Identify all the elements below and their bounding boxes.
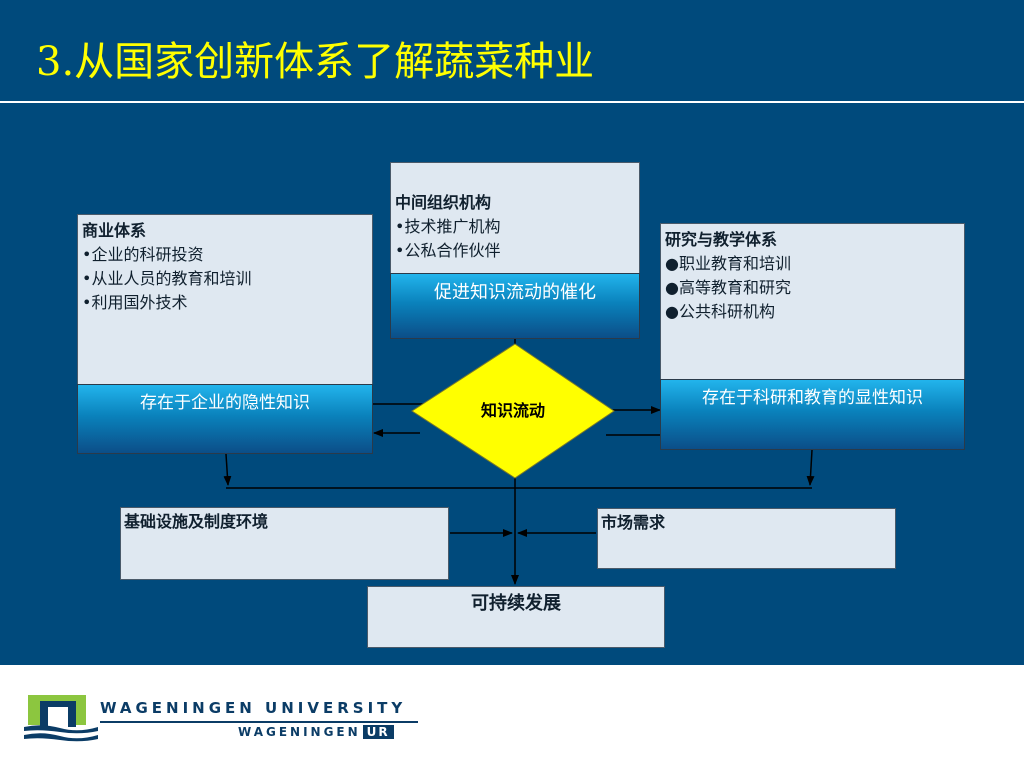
list-item: •从业人员的教育和培训 <box>82 269 252 288</box>
intermediary-band: 促进知识流动的催化 <box>390 273 640 339</box>
diagram-connectors: 知识流动 <box>223 339 815 585</box>
sustainable-development-label: 可持续发展 <box>471 593 561 614</box>
list-item: ●高等教育和研究 <box>665 278 791 297</box>
sustainable-development-box: 可持续发展 <box>367 586 665 648</box>
intermediary-heading: 中间组织机构 <box>395 193 492 212</box>
business-system-heading: 商业体系 <box>82 221 147 240</box>
infrastructure-label: 基础设施及制度环境 <box>124 512 269 531</box>
intermediary-box: 中间组织机构 •技术推广机构 •公私合作伙伴 促进知识流动的催化 <box>390 162 640 339</box>
knowledge-flow-label: 知识流动 <box>481 401 545 420</box>
university-name: WAGENINGEN UNIVERSITY <box>100 699 407 717</box>
slide-title: 3.从国家创新体系了解蔬菜种业 <box>36 39 595 85</box>
title-divider <box>0 101 1024 103</box>
infrastructure-box: 基础设施及制度环境 <box>120 507 449 580</box>
business-band-label: 存在于企业的隐性知识 <box>140 393 310 413</box>
list-item: •技术推广机构 <box>395 217 501 236</box>
logo-divider <box>100 721 418 723</box>
wageningen-gate-logo-icon <box>24 695 98 742</box>
knowledge-flow-diamond <box>411 343 615 479</box>
intermediary-band-label: 促进知识流动的催化 <box>434 282 596 303</box>
business-system-box: 商业体系 •企业的科研投资 •从业人员的教育和培训 •利用国外技术 存在于企业的… <box>77 214 373 454</box>
market-demand-box: 市场需求 <box>597 508 896 569</box>
arrow-business-down <box>223 453 232 486</box>
research-system-box: 研究与教学体系 ●职业教育和培训 ●高等教育和研究 ●公共科研机构 存在于科研和… <box>660 223 965 450</box>
research-band-label: 存在于科研和教育的显性知识 <box>702 388 923 408</box>
business-system-band: 存在于企业的隐性知识 <box>77 384 373 454</box>
research-system-heading: 研究与教学体系 <box>665 230 778 249</box>
arrow-research-down <box>806 449 815 486</box>
list-item: ●公共科研机构 <box>665 302 775 321</box>
list-item: •公私合作伙伴 <box>395 241 501 260</box>
list-item: ●职业教育和培训 <box>665 254 791 273</box>
list-item: •利用国外技术 <box>82 293 188 312</box>
brand-ur-badge: UR <box>362 725 394 739</box>
slide-background: 3.从国家创新体系了解蔬菜种业 知识流动 <box>0 0 1024 665</box>
list-item: •企业的科研投资 <box>82 245 204 264</box>
research-system-band: 存在于科研和教育的显性知识 <box>660 379 965 450</box>
market-demand-label: 市场需求 <box>601 513 666 532</box>
